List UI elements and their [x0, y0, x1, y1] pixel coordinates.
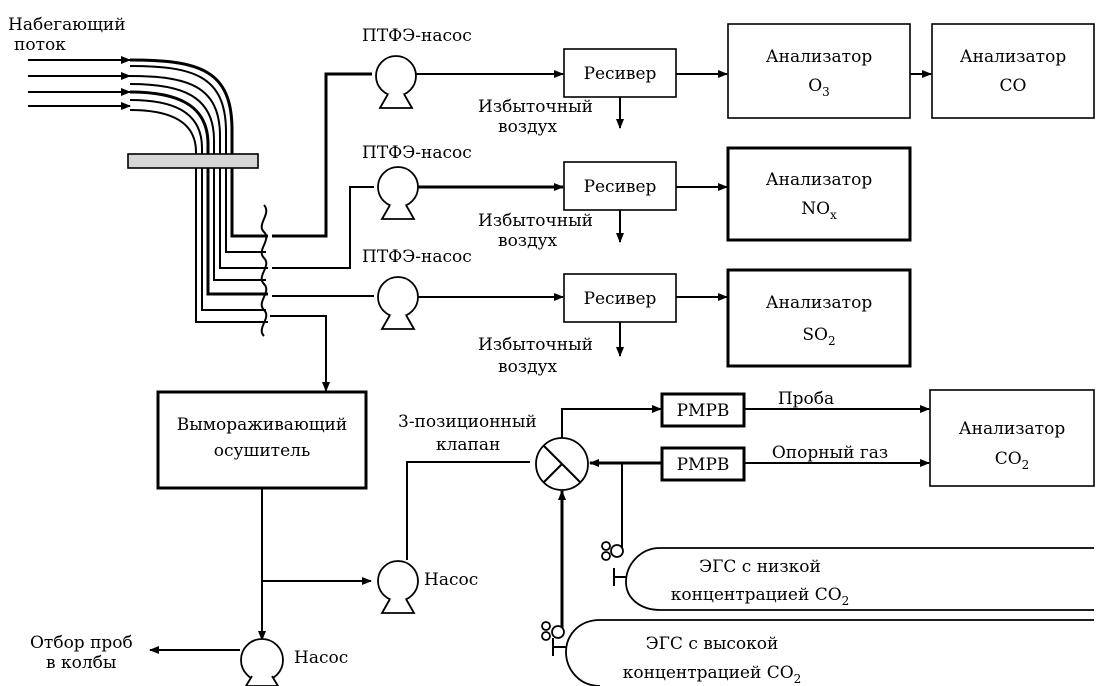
analyzer-co-title: Анализатор [960, 47, 1067, 67]
gas-cylinder-high-title: ЭГС с высокой [646, 634, 779, 654]
pump-1 [377, 560, 419, 614]
receiver-3 [563, 273, 677, 323]
ptfe-pump-3-label: ПТФЭ-насос [362, 247, 472, 267]
analyzer-nox [726, 146, 912, 242]
analyzer-co2-gas: CO2 [995, 449, 1030, 472]
gas-cylinder-high-subtitle: концентрацией CO2 [623, 663, 802, 686]
svg-text:клапан: клапан [436, 435, 500, 455]
pump-1-label: Насос [424, 570, 478, 590]
freeze-dryer-subtitle: осушитель [214, 441, 310, 461]
ptfe-pump-3 [377, 276, 419, 330]
svg-text:3-позиционный: 3-позиционный [398, 412, 537, 432]
analyzer-nox-title: Анализатор [766, 170, 873, 190]
pump-2 [240, 638, 284, 686]
svg-text:Избыточный: Избыточный [478, 335, 593, 355]
analyzer-so2 [726, 268, 912, 368]
svg-text:Отбор проб: Отбор проб [30, 633, 133, 653]
three-way-valve [535, 437, 589, 491]
inflow-arrows [28, 56, 131, 110]
svg-text:поток: поток [14, 35, 66, 55]
gas-cylinder-high [541, 619, 1094, 686]
mounting-plate [127, 153, 259, 169]
excess-air-1-label: Избыточный воздух [478, 97, 593, 137]
gas-cylinder-low [601, 541, 1094, 611]
receiver-3-label: Ресивер [584, 289, 657, 309]
ptfe-pump-2-label: ПТФЭ-насос [362, 143, 472, 163]
ptfe-pump-1-label: ПТФЭ-насос [362, 26, 472, 46]
ptfe-pump-2 [377, 166, 419, 220]
inflow-label: Набегающий поток [8, 15, 126, 55]
receiver-1 [563, 48, 677, 98]
pump-2-label: Насос [294, 648, 348, 668]
svg-text:Избыточный: Избыточный [478, 97, 593, 117]
analyzer-co-gas: CO [1000, 76, 1027, 96]
analyzer-co [931, 23, 1095, 119]
receiver-1-label: Ресивер [584, 64, 657, 84]
pmpv-1-label: PMPB [677, 401, 730, 421]
svg-text:воздух: воздух [498, 357, 558, 377]
analyzer-so2-title: Анализатор [766, 293, 873, 313]
analyzer-co2 [929, 389, 1095, 487]
reference-gas-label: Опорный газ [772, 443, 888, 463]
svg-text:в колбы: в колбы [46, 653, 116, 673]
svg-text:воздух: воздух [498, 231, 558, 251]
excess-air-2-label: Избыточный воздух [478, 211, 593, 251]
analyzer-o3-gas: O3 [808, 76, 830, 99]
receiver-2 [563, 161, 677, 211]
freeze-dryer-title: Вымораживающий [177, 415, 347, 435]
ptfe-pump-1 [375, 55, 417, 109]
gas-cylinder-low-title: ЭГС с низкой [699, 557, 821, 577]
receiver-2-label: Ресивер [584, 177, 657, 197]
pmpv-1 [660, 392, 746, 428]
gas-cylinder-low-subtitle: концентрацией CO2 [671, 585, 850, 608]
valve-label: 3-позиционный клапан [398, 412, 537, 455]
svg-text:Избыточный: Избыточный [478, 211, 593, 231]
analyzer-so2-gas: SO2 [802, 325, 835, 348]
inlet-tube-bundle [129, 58, 268, 323]
pmpv-2-label: PMPB [677, 455, 730, 475]
analyzer-o3 [727, 23, 911, 119]
svg-text:воздух: воздух [498, 117, 558, 137]
flask-sampling-label: Отбор проб в колбы [30, 633, 133, 673]
analyzer-nox-gas: NOx [801, 199, 837, 222]
freeze-dryer [156, 390, 368, 490]
analyzer-co2-title: Анализатор [959, 419, 1066, 439]
tube-break-mark [260, 204, 268, 337]
svg-text:Набегающий: Набегающий [8, 15, 126, 35]
excess-air-3-label: Избыточный воздух [478, 335, 593, 377]
analyzer-o3-title: Анализатор [766, 47, 873, 67]
sample-label: Проба [778, 389, 834, 409]
